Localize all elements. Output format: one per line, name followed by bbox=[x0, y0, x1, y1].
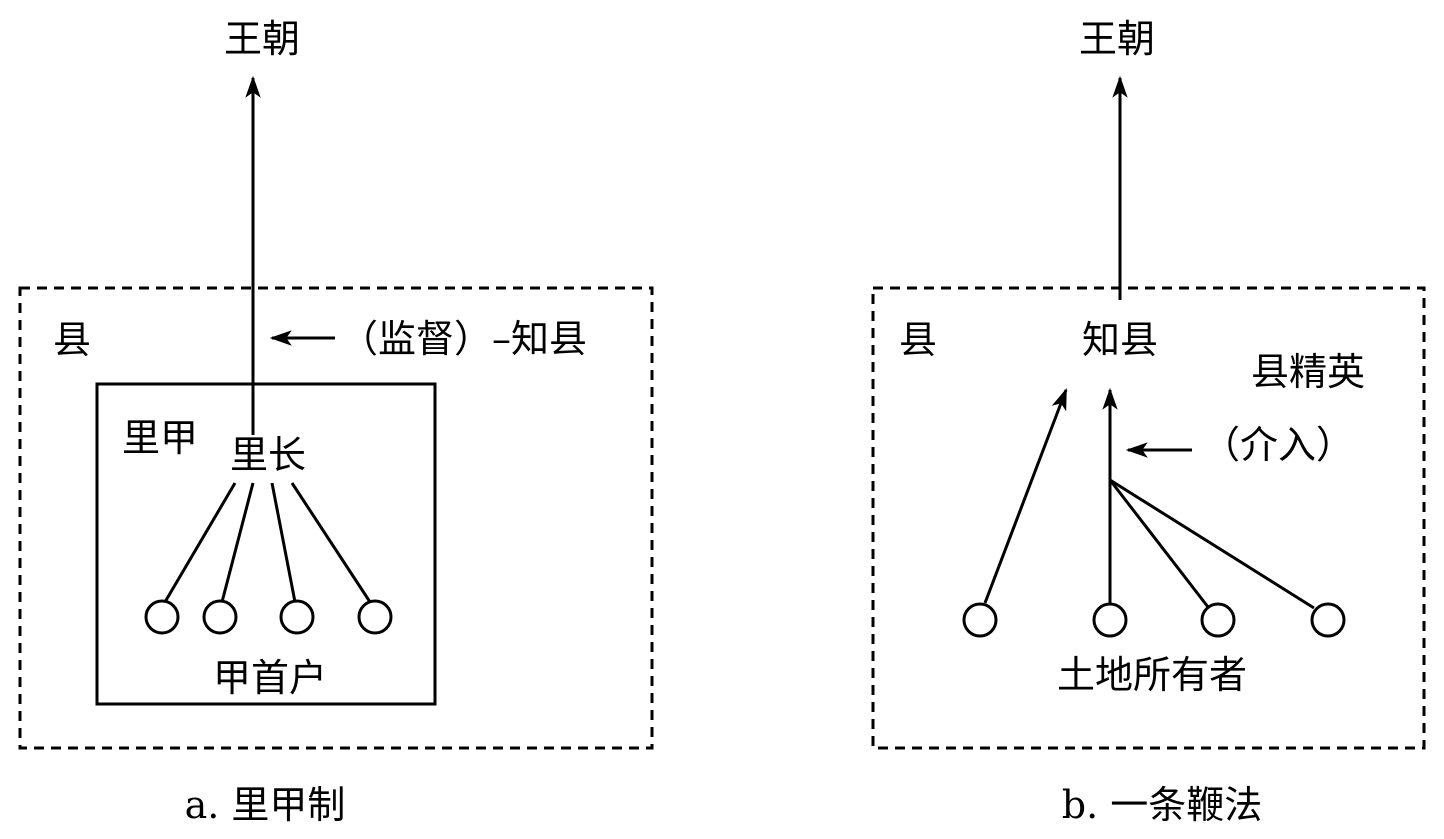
owners-label: 土地所有者 bbox=[1057, 653, 1247, 697]
household-node bbox=[144, 599, 180, 635]
households-label: 甲首户 bbox=[213, 656, 327, 700]
household-node bbox=[279, 599, 315, 635]
county-label-b: 县 bbox=[899, 318, 937, 362]
owner-to-magistrate-arrow bbox=[983, 387, 1068, 604]
household-links bbox=[163, 482, 372, 603]
household-node bbox=[202, 599, 238, 635]
panel-a: 王朝 县 （监督）–知县 里甲 里长 甲首户 a. 里甲制 bbox=[18, 17, 654, 827]
county-box-b bbox=[871, 286, 1426, 750]
county-label-a: 县 bbox=[53, 318, 91, 362]
owner-node bbox=[1092, 602, 1128, 638]
caption-a: a. 里甲制 bbox=[185, 783, 346, 827]
supervise-label: （监督）–知县 bbox=[340, 317, 587, 361]
magistrate-label: 知县 bbox=[1082, 318, 1158, 362]
dynasty-label-a: 王朝 bbox=[224, 17, 300, 61]
lizhang-label: 里长 bbox=[230, 433, 306, 477]
owner-links bbox=[1108, 478, 1315, 610]
owner-node bbox=[1310, 602, 1346, 638]
elite-label: 县精英 bbox=[1251, 350, 1365, 394]
dynasty-label-b: 王朝 bbox=[1079, 17, 1155, 61]
intervene-label: （介入） bbox=[1202, 423, 1354, 467]
owner-node bbox=[1200, 602, 1236, 638]
owner-node bbox=[962, 602, 998, 638]
panel-b: 王朝 县 知县 县精英 （介入） 土地所有者 b. 一条鞭法 bbox=[871, 17, 1426, 827]
caption-b: b. 一条鞭法 bbox=[1062, 783, 1262, 827]
lijia-label: 里甲 bbox=[122, 416, 198, 460]
county-box-a bbox=[18, 286, 654, 750]
lijia-box bbox=[95, 382, 437, 706]
household-node bbox=[357, 599, 393, 635]
